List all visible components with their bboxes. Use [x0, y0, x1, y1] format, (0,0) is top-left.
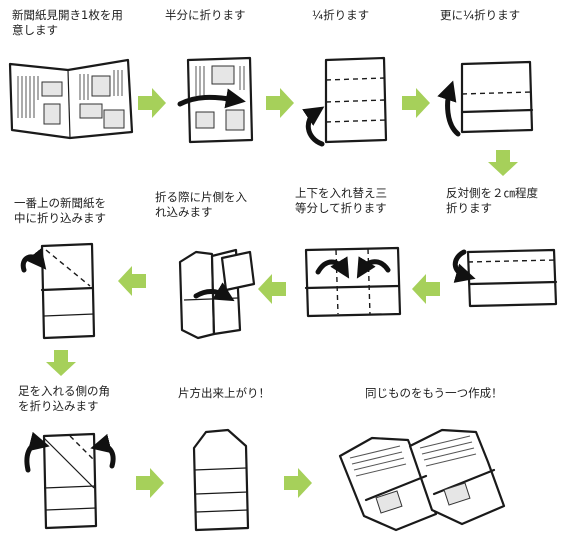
step-6-caption: 上下を入れ替え三 等分して折ります	[295, 186, 387, 215]
step-7-tuck-side	[178, 248, 256, 340]
step-8-inner-fold	[20, 242, 96, 340]
step-9-corner-fold	[24, 431, 116, 530]
step-1-newspaper-spread	[8, 58, 134, 140]
flow-arrow-left-3	[118, 266, 146, 296]
step-11-caption: 同じものをもう一つ作成！	[365, 386, 503, 400]
flow-arrow-right-2	[266, 88, 294, 118]
step-11-finished-pair	[338, 428, 506, 532]
step-3-caption: ¼折ります	[312, 8, 370, 22]
step-10-caption: 片方出来上がり！	[178, 386, 270, 400]
step-4-caption: 更に¼折ります	[440, 8, 521, 22]
flow-arrow-left-2	[258, 274, 286, 304]
flow-arrows	[46, 88, 518, 498]
step-1-caption: 新聞紙見開き1枚を用 意します	[12, 8, 123, 37]
step-5-caption: 反対側を２㎝程度 折ります	[446, 186, 538, 215]
step-6-tri-fold	[304, 246, 402, 318]
step-8-caption: 一番上の新聞紙を 中に折り込みます	[14, 196, 106, 225]
flow-arrow-left-1	[412, 274, 440, 304]
flow-arrow-down-2	[46, 350, 76, 376]
flow-arrow-right-4	[136, 468, 164, 498]
flow-arrow-down-1	[488, 150, 518, 176]
step-2-half-fold	[177, 56, 254, 144]
step-2-caption: 半分に折ります	[165, 8, 246, 22]
step-10-finished-one	[192, 428, 250, 532]
step-7-caption: 折る際に片側を入 れ込みます	[155, 190, 247, 219]
flow-arrow-right-5	[284, 468, 312, 498]
step-9-caption: 足を入れる側の角 を折り込みます	[18, 384, 110, 413]
flow-arrow-right-1	[138, 88, 166, 118]
step-4-further-fold	[437, 60, 534, 137]
step-5-opposite-fold	[452, 248, 558, 308]
flow-arrow-right-3	[402, 88, 430, 118]
step-3-quarter-fold	[302, 56, 388, 147]
